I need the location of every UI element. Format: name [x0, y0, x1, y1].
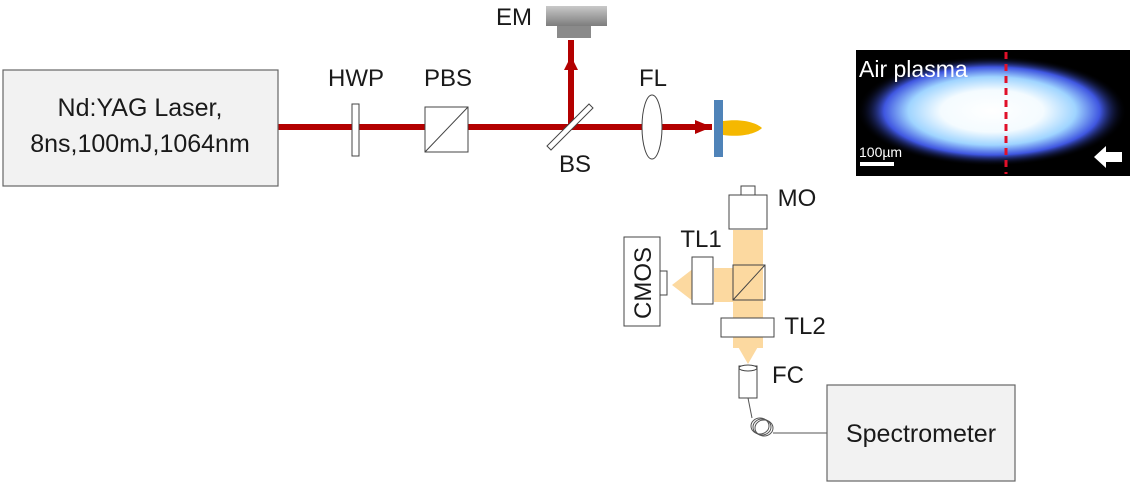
optical-fiber: [747, 397, 827, 437]
microscope-objective: [728, 185, 768, 230]
fiber-coupler: [738, 364, 758, 399]
beam-splitter: [546, 103, 594, 151]
laser-beam: [278, 40, 712, 134]
inset-title: Air plasma: [859, 56, 968, 82]
pbs-label: PBS: [424, 65, 472, 92]
tube-lens-2: [720, 317, 775, 338]
scale-bar-label: 100µm: [859, 144, 902, 160]
laser-label-line2: 8ns,100mJ,1064nm: [30, 130, 250, 158]
em-label: EM: [496, 4, 532, 31]
hwp-label: HWP: [328, 65, 384, 92]
mo-label: MO: [778, 185, 817, 212]
plasma-plume: [723, 120, 762, 136]
cmos-camera: [623, 236, 668, 327]
air-plasma-inset: Air plasma 100µm: [856, 50, 1130, 176]
energy-meter: [546, 6, 607, 38]
imaging-beam-splitter: [732, 264, 766, 301]
fc-label: FC: [772, 362, 804, 389]
focusing-lens: [641, 94, 663, 160]
tube-lens-1: [691, 256, 714, 305]
half-wave-plate: [351, 103, 360, 157]
laser-label-line1: Nd:YAG Laser,: [58, 94, 223, 122]
tl2-label: TL2: [784, 313, 825, 340]
polarizing-beam-splitter: [424, 106, 469, 153]
spectrometer-box: [826, 384, 1016, 482]
target: [714, 100, 723, 157]
bs-label: BS: [559, 151, 591, 178]
scale-bar: [860, 162, 894, 166]
left-arrow-icon: [1094, 146, 1122, 168]
tl1-label: TL1: [680, 226, 721, 253]
fl-label: FL: [639, 65, 667, 92]
cmos-label: CMOS: [630, 247, 657, 319]
spectrometer-label: Spectrometer: [846, 420, 996, 448]
laser-box: [2, 69, 279, 187]
